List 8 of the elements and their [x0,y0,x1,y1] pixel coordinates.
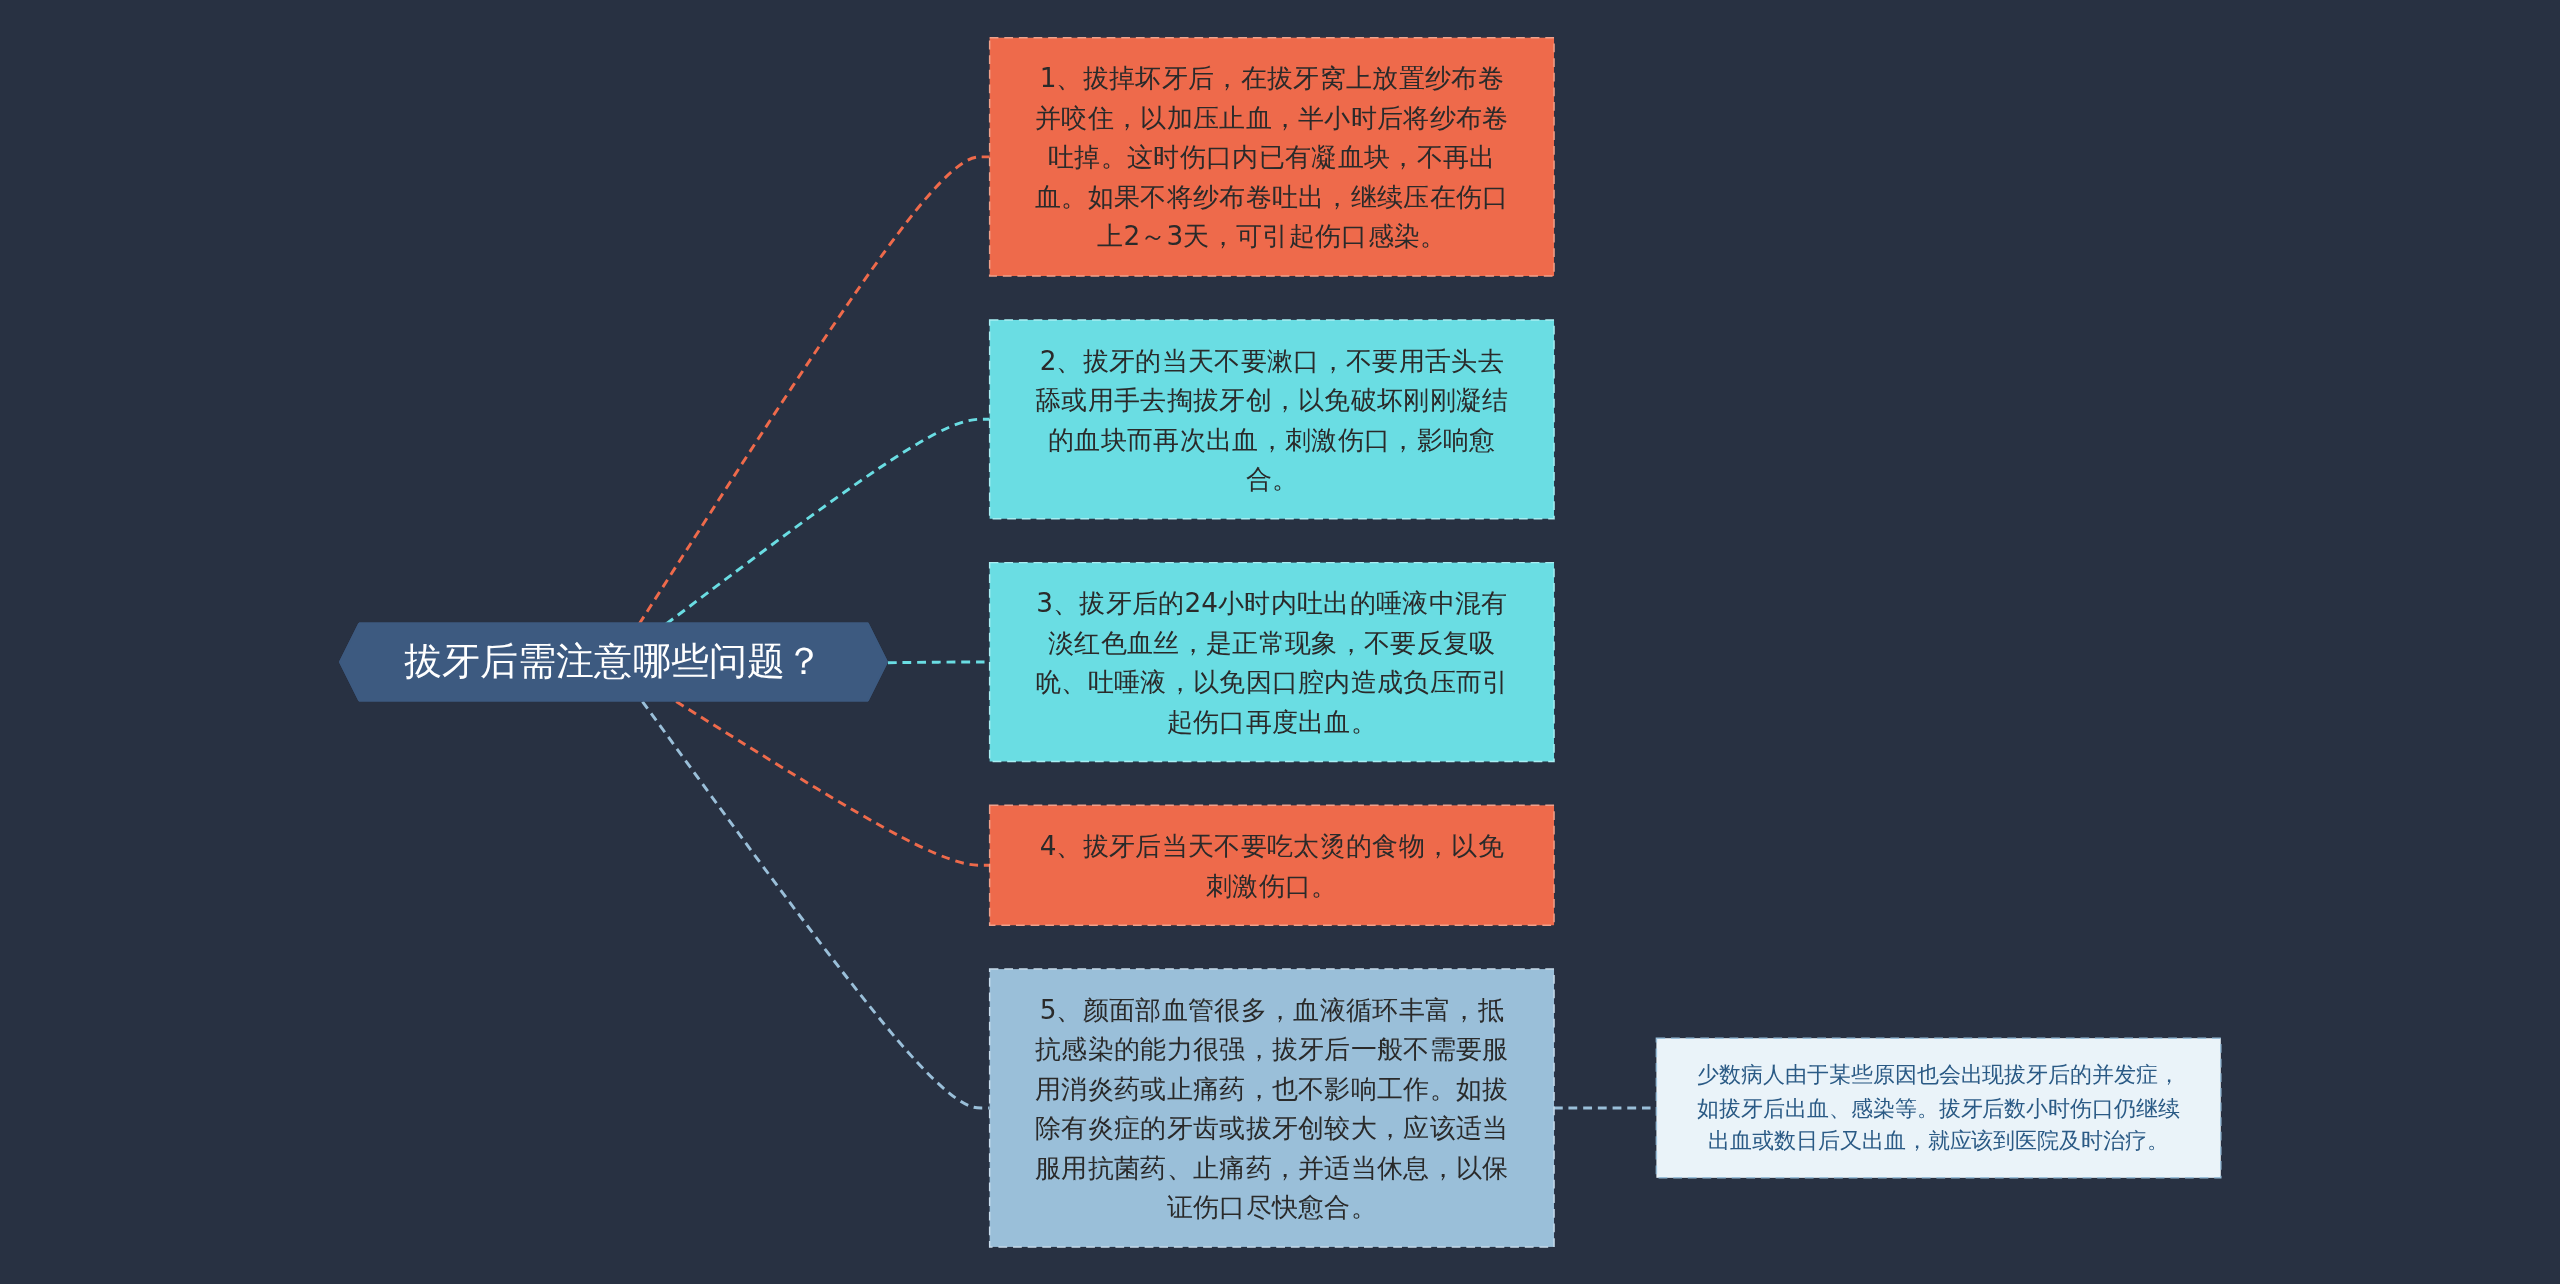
node-box: 2、拔牙的当天不要漱口，不要用舌头去舔或用手去掏拔牙创，以免破坏刚刚凝结的血块而再次出血，刺激伤口，影响愈合。 [988,318,1555,520]
node-box: 5、颜面部血管很多，血液循环丰富，抵抗感染的能力很强，拔牙后一般不需要服用消炎药或止痛药，也不影响工作。如拔除有炎症的牙齿或拔牙创较大，应该适当服用抗菌药、止痛药，并适当休息，以保证伤口尽快愈合。 [988,968,1555,1248]
node-box: 少数病人由于某些原因也会出现拔牙后的并发症，如拔牙后出血、感染等。拔牙后数小时伤口仍继续出血或数日后又出血，就应该到医院及时治疗。 [1655,1037,2222,1179]
node-box: 1、拔掉坏牙后，在拔牙窝上放置纱布卷并咬住，以加压止血，半小时后将纱布卷吐掉。这时伤口内已有凝血块，不再出血。如果不将纱布卷吐出，继续压在伤口上2～3天，可引起伤口感染。 [988,36,1555,277]
node-box: 3、拔牙后的24小时内吐出的唾液中混有淡红色血丝，是正常现象，不要反复吸吮、吐唾液，以免因口腔内造成负压而引起伤口再度出血。 [988,561,1555,762]
node-box: 4、拔牙后当天不要吃太烫的食物，以免刺激伤口。 [988,804,1555,926]
connector [641,700,990,1110]
connector [675,699,990,867]
